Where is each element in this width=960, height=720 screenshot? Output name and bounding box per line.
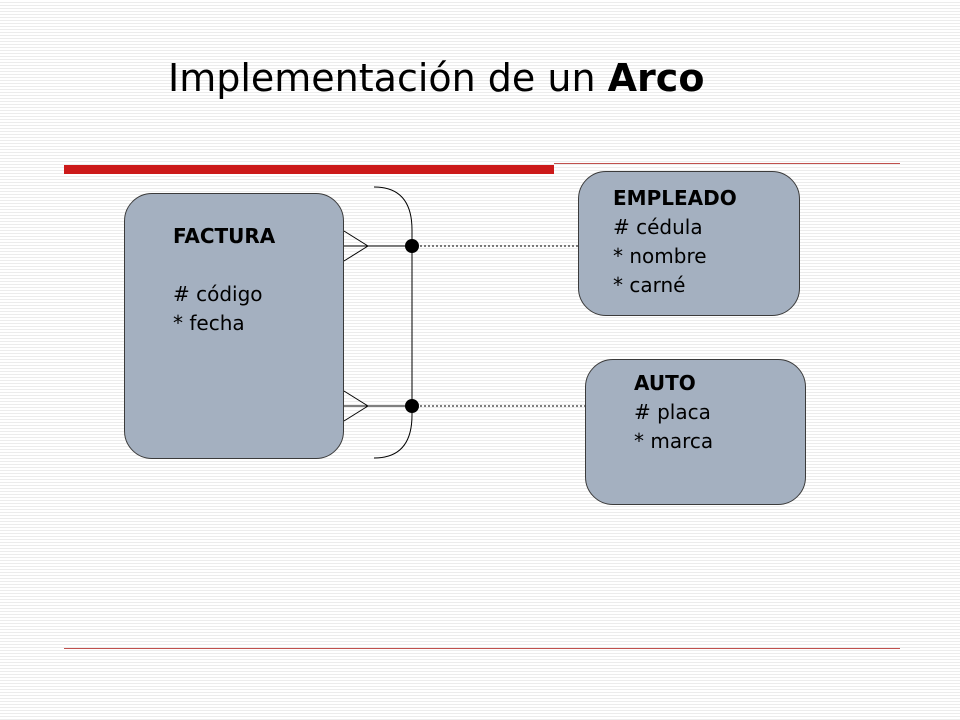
slide-title: Implementación de un Arco [168, 56, 704, 100]
entity-auto[interactable]: AUTO # placa * marca [585, 359, 806, 505]
entity-factura-attr-0: # código [173, 282, 263, 306]
title-bold-text: Arco [607, 56, 705, 100]
entity-empleado-attr-1: * nombre [613, 244, 707, 268]
entity-factura[interactable]: FACTURA # código * fecha [124, 193, 344, 459]
red-accent-rule [64, 165, 554, 174]
entity-empleado-name: EMPLEADO [613, 186, 737, 210]
crows-foot-empleado [343, 230, 369, 262]
entity-factura-attr-1: * fecha [173, 311, 245, 335]
thin-bottom-rule [64, 648, 900, 649]
entity-auto-attr-0: # placa [634, 400, 711, 424]
title-plain-text: Implementación de un [168, 56, 608, 100]
thin-top-rule [554, 163, 900, 164]
entity-empleado-attr-0: # cédula [613, 215, 703, 239]
entity-auto-attr-1: * marca [634, 429, 714, 453]
crows-foot-auto [343, 390, 369, 422]
entity-empleado-attr-2: * carné [613, 273, 686, 297]
entity-factura-name: FACTURA [173, 224, 276, 248]
entity-empleado[interactable]: EMPLEADO # cédula * nombre * carné [578, 171, 800, 316]
entity-auto-name: AUTO [634, 371, 696, 395]
exclusive-arc [373, 186, 413, 459]
